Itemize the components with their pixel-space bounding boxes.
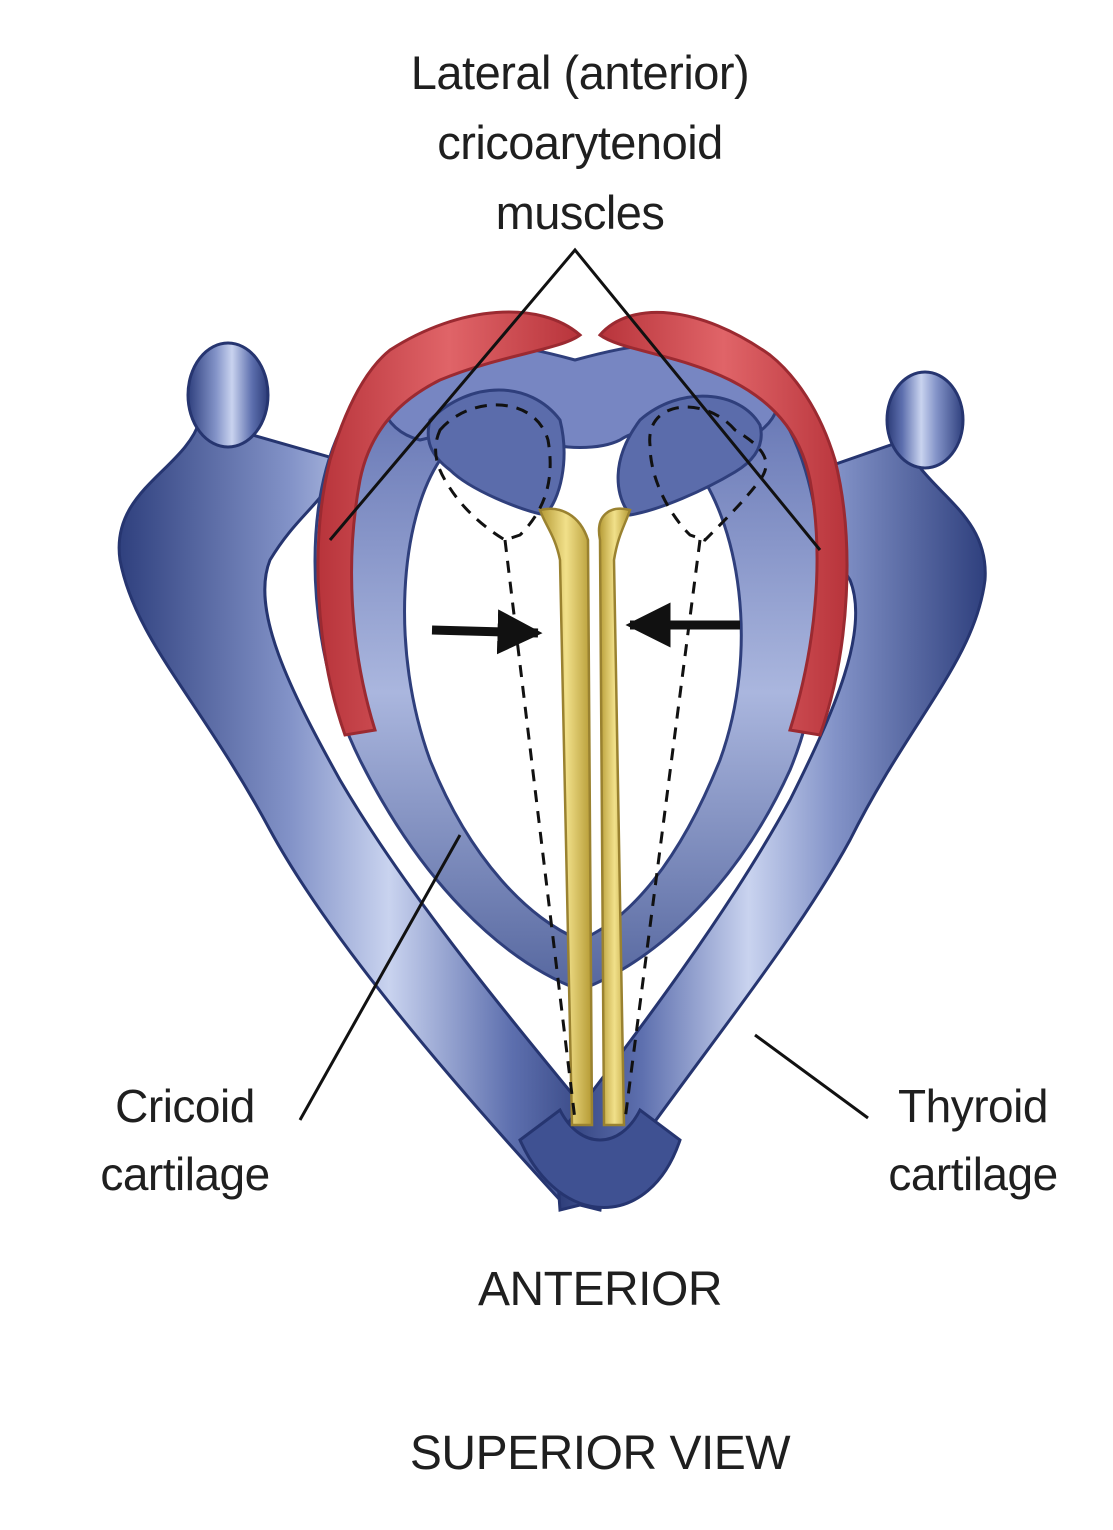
vocal-folds bbox=[538, 507, 632, 1127]
thyroid-leader-line bbox=[754, 1033, 869, 1120]
left-arrow bbox=[431, 609, 543, 655]
thyroid-label: Thyroid cartilage bbox=[848, 1072, 1098, 1208]
thyroid-label-line-1: Thyroid bbox=[898, 1080, 1048, 1132]
muscle-label-line-1: Lateral (anterior) bbox=[410, 46, 750, 99]
right-dashed-line bbox=[623, 539, 702, 1121]
adduction-arrows bbox=[431, 602, 740, 655]
superior-view-label: SUPERIOR VIEW bbox=[409, 1427, 791, 1480]
right-vocal-fold bbox=[597, 507, 632, 1127]
right-dashed-outline bbox=[648, 405, 768, 542]
thyroid-left-horn bbox=[186, 341, 270, 449]
leader-lines bbox=[298, 247, 869, 1121]
thyroid-label-line-2: cartilage bbox=[888, 1148, 1058, 1200]
left-arytenoid bbox=[426, 388, 566, 517]
thyroid-right-horn bbox=[885, 370, 965, 470]
thyroid-cartilage bbox=[117, 341, 987, 1212]
cricoid-leader-line bbox=[298, 834, 462, 1121]
cricoid-label-line-2: cartilage bbox=[100, 1148, 270, 1200]
left-dashed-line bbox=[503, 539, 577, 1121]
muscle-label-line-3: muscles bbox=[495, 186, 665, 239]
right-muscle bbox=[597, 311, 849, 737]
thyroid-anterior-notch bbox=[518, 1107, 682, 1209]
cricoid-label-line-1: Cricoid bbox=[115, 1080, 255, 1132]
left-vocal-fold bbox=[538, 507, 594, 1127]
dashed-outlines bbox=[434, 403, 768, 1121]
cricoid-label: Cricoid cartilage bbox=[60, 1072, 310, 1208]
muscle-label: Lateral (anterior) cricoarytenoid muscle… bbox=[300, 38, 860, 248]
anterior-label: ANTERIOR bbox=[477, 1263, 723, 1316]
left-dashed-outline bbox=[434, 403, 552, 542]
arytenoid-cartilages bbox=[378, 341, 782, 517]
muscle-label-line-2: cricoarytenoid bbox=[437, 116, 723, 169]
muscle-leader-line bbox=[328, 247, 822, 551]
